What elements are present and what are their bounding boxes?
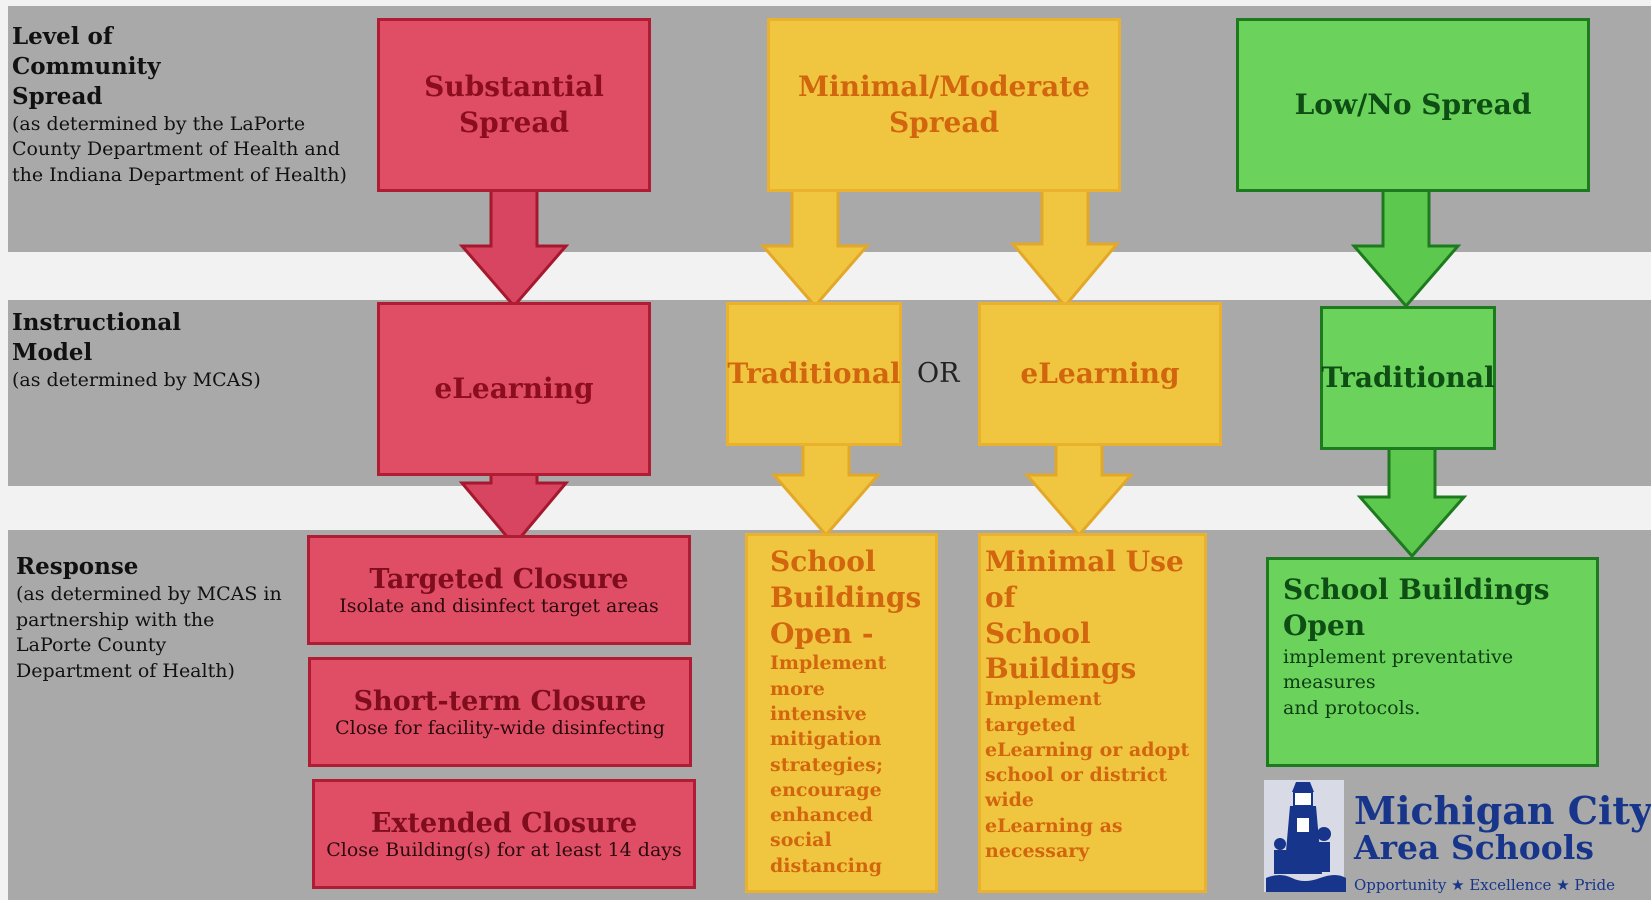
response-buildings-open-yellow-box: School Buildings Open - Implement more i… (745, 533, 938, 893)
model-label: eLearning (1020, 357, 1180, 391)
response-desc-line: encourage (770, 778, 882, 801)
michigan-city-area-schools-logo: Michigan City Area Schools Opportunity ★… (1262, 778, 1651, 898)
model-elearning-red-box: eLearning (377, 302, 651, 476)
row-note: (as determined by the LaPorte County Dep… (12, 112, 347, 186)
response-title-line: Minimal Use of (985, 545, 1184, 614)
spread-substantial-box: Substantial Spread (377, 18, 651, 192)
model-label: Traditional (1321, 361, 1495, 395)
response-desc: Close Building(s) for at least 14 days (326, 838, 682, 861)
response-title: School Buildings Open (1283, 573, 1550, 643)
response-desc: Isolate and disinfect target areas (339, 594, 659, 617)
logo-name-line: Michigan City (1354, 788, 1651, 833)
response-desc-line: eLearning as necessary (985, 814, 1123, 862)
response-desc-line: enhanced social (770, 804, 873, 852)
row-heading-line: Level of (12, 23, 113, 50)
response-title-line: Buildings (770, 580, 922, 614)
response-title: Targeted Closure (369, 563, 629, 595)
response-desc-line: distancing (770, 854, 882, 877)
response-desc-line: and protocols. (1283, 697, 1421, 720)
row-heading-line: Community (12, 52, 161, 80)
response-desc-line: Implement more (770, 652, 887, 700)
row-note: (as determined by MCAS in partnership wi… (16, 582, 282, 682)
response-desc-line: Implement targeted (985, 688, 1102, 736)
model-label: Traditional (727, 357, 901, 391)
spread-low-label: Low/No Spread (1294, 88, 1532, 122)
row-heading-line: Model (12, 338, 93, 366)
response-desc-line: school or district wide (985, 764, 1168, 812)
logo-tagline: Opportunity ★ Excellence ★ Pride (1354, 876, 1615, 894)
response-title-line: Open - (770, 616, 874, 650)
response-targeted-closure-box: Targeted Closure Isolate and disinfect t… (307, 535, 691, 645)
model-traditional-green-box: Traditional (1320, 306, 1496, 450)
spread-low-box: Low/No Spread (1236, 18, 1590, 192)
response-desc-line: implement preventative measures (1283, 645, 1514, 694)
response-short-term-closure-box: Short-term Closure Close for facility-wi… (308, 657, 692, 767)
lighthouse-logo-icon (1264, 780, 1346, 892)
response-desc-line: eLearning or adopt (985, 738, 1190, 761)
response-buildings-open-green-box: School Buildings Open implement preventa… (1266, 557, 1599, 767)
spread-moderate-label-line: Minimal/Moderate (798, 70, 1090, 104)
model-elearning-yellow-box: eLearning (978, 302, 1222, 446)
row-note: (as determined by MCAS) (12, 368, 261, 391)
response-desc-line: intensive (770, 703, 867, 726)
model-traditional-yellow-box: Traditional (726, 302, 902, 446)
row-heading: Response (16, 553, 139, 580)
response-title: Extended Closure (370, 807, 638, 839)
or-label: OR (917, 358, 960, 389)
response-desc: Close for facility-wide disinfecting (335, 716, 665, 739)
row-heading-line: Spread (12, 82, 103, 110)
response-extended-closure-box: Extended Closure Close Building(s) for a… (312, 779, 696, 889)
spread-moderate-label-line: Spread (888, 106, 1000, 139)
spread-substantial-label: Substantial Spread (424, 70, 604, 139)
row-label-response: Response (as determined by MCAS in partn… (16, 552, 286, 684)
spread-moderate-box: Minimal/Moderate Spread (767, 18, 1121, 192)
model-label: eLearning (434, 372, 594, 406)
row-heading-line: Instructional (12, 309, 181, 336)
response-title-line: School Buildings (985, 616, 1137, 686)
row-label-instructional-model: Instructional Model (as determined by MC… (12, 308, 272, 393)
response-title-line: School (770, 545, 876, 578)
row-label-community-spread: Level of Community Spread (as determined… (12, 22, 352, 189)
response-title: Short-term Closure (353, 685, 647, 717)
response-desc-line: mitigation (770, 728, 882, 751)
response-desc-line: strategies; (770, 753, 883, 776)
logo-name-line: Area Schools (1354, 828, 1594, 867)
response-minimal-use-yellow-box: Minimal Use of School Buildings Implemen… (978, 533, 1207, 893)
